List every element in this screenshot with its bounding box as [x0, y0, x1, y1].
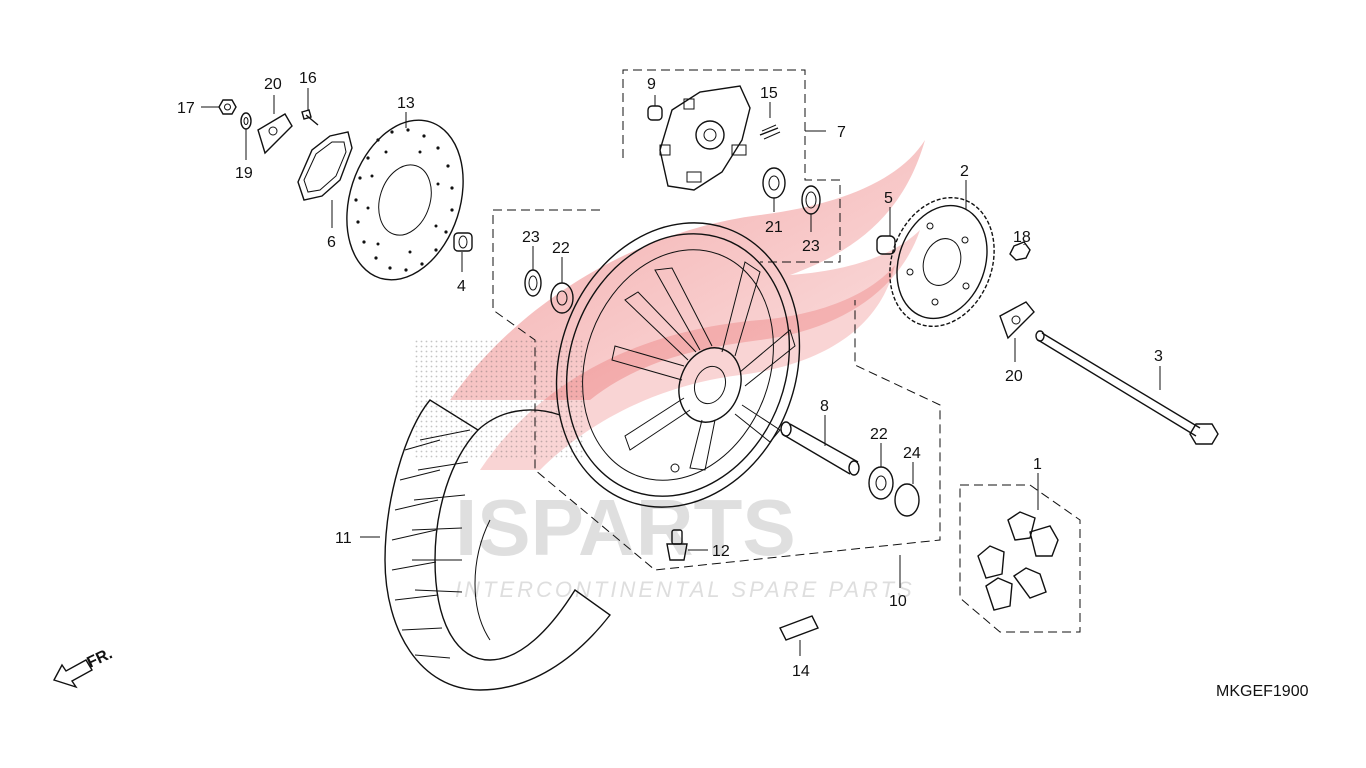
callout-16: 16	[299, 70, 317, 87]
watermark: ISPARTS INTERCONTINENTAL SPARE PARTS	[415, 140, 925, 602]
part-9-collar	[647, 105, 663, 121]
callout-10: 10	[889, 593, 907, 610]
callout-4: 4	[457, 278, 466, 295]
callout-1: 1	[1033, 456, 1042, 473]
leader-lines	[201, 88, 1161, 656]
front-direction-marker: FR.	[52, 645, 116, 689]
front-arrow-icon	[52, 659, 93, 689]
callout-20: 20	[264, 76, 282, 93]
front-marker-label: FR.	[85, 645, 116, 671]
part-12-valve	[666, 529, 688, 561]
callout-22: 22	[552, 240, 570, 257]
callout-7: 7	[837, 124, 846, 141]
callout-6: 6	[327, 234, 336, 251]
callout-12: 12	[712, 543, 730, 560]
callout-23: 23	[522, 229, 540, 246]
part-16-bolt	[301, 109, 319, 126]
callout-19: 19	[235, 165, 253, 182]
part-15-stud	[759, 124, 781, 140]
diagram-code: MKGEF1900	[1216, 683, 1309, 700]
watermark-logo-text: ISPARTS	[455, 483, 796, 572]
part-18-nut	[1009, 241, 1031, 261]
callout-8: 8	[820, 398, 829, 415]
damper-group-outline	[959, 484, 1081, 633]
callout-labels: 17 19 20 16 6 13 4 9 15 7 21 23 23 22 5 …	[177, 70, 1163, 680]
wheel-group-outline	[492, 209, 941, 571]
callout-5: 5	[884, 190, 893, 207]
callout-3: 3	[1154, 348, 1163, 365]
part-11-rear-tire	[384, 399, 612, 691]
callout-21: 21	[765, 219, 783, 236]
callout-23: 23	[802, 238, 820, 255]
watermark-wing-shape	[450, 140, 925, 400]
callout-9: 9	[647, 76, 656, 93]
callout-22: 22	[870, 426, 888, 443]
watermark-dot-field	[415, 340, 585, 460]
part-10-rear-wheel-rim	[555, 222, 801, 508]
callout-15: 15	[760, 85, 778, 102]
callout-13: 13	[397, 95, 415, 112]
part-22-bearing-right	[868, 466, 894, 500]
part-8-collar-shaft	[780, 421, 860, 476]
callout-24: 24	[903, 445, 921, 462]
callout-17: 17	[177, 100, 195, 117]
part-24-o-ring	[894, 483, 920, 517]
part-2-driven-sprocket	[889, 196, 995, 328]
hub-group-outline	[622, 69, 841, 263]
callout-20: 20	[1005, 368, 1023, 385]
part-4-collar	[453, 232, 473, 252]
part-20-adjuster-plate-left	[257, 113, 293, 155]
part-20-adjuster-plate-right	[999, 301, 1035, 340]
part-1-damper-rubbers	[977, 511, 1059, 611]
callout-14: 14	[792, 663, 810, 680]
part-14-weight	[779, 615, 819, 641]
part-7-final-driven-flange	[659, 85, 751, 191]
part-17-nut	[218, 99, 237, 115]
watermark-tagline: INTERCONTINENTAL SPARE PARTS	[455, 577, 915, 602]
callout-18: 18	[1013, 229, 1031, 246]
part-19-washer	[240, 112, 252, 130]
callout-11: 11	[335, 530, 352, 547]
part-23-seal-lower	[524, 269, 542, 297]
callout-2: 2	[960, 163, 969, 180]
part-6-gasket	[297, 131, 353, 201]
part-13-brake-disc	[346, 119, 464, 281]
part-3-axle	[1035, 330, 1219, 445]
part-21-bearing	[762, 167, 786, 199]
